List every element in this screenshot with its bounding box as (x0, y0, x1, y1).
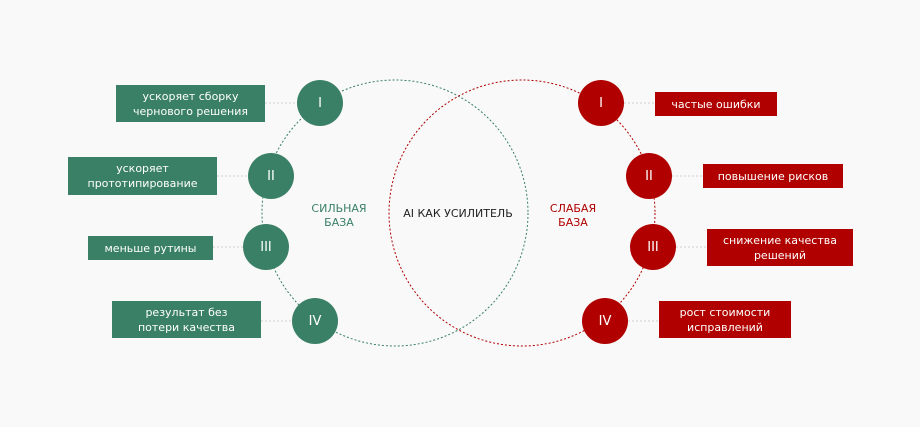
connector-lines (213, 102, 707, 322)
weak-item-3: снижение качества решений (707, 229, 853, 266)
strong-base-title: СИЛЬНАЯ БАЗА (311, 202, 367, 229)
weak-node-2: II (626, 153, 672, 199)
strong-item-1: ускоряет сборку чернового решения (116, 85, 265, 122)
weak-node-4: IV (582, 298, 628, 344)
strong-node-4: IV (292, 298, 338, 344)
center-label: AI КАК УСИЛИТЕЛЬ (403, 207, 513, 220)
weak-item-4: рост стоимости исправлений (659, 301, 791, 338)
weak-node-1: I (578, 80, 624, 126)
strong-node-2: II (248, 153, 294, 199)
weak-item-1: частые ошибки (655, 92, 777, 116)
strong-base-circle (261, 79, 529, 347)
strong-item-3: меньше рутины (88, 236, 213, 260)
strong-item-2: ускоряет прототипирование (68, 157, 217, 195)
weak-base-circle (388, 79, 656, 347)
weak-item-2: повышение рисков (703, 164, 843, 188)
strong-item-4: результат без потери качества (112, 301, 261, 338)
weak-node-3: III (630, 224, 676, 270)
strong-node-1: I (297, 80, 343, 126)
strong-node-3: III (243, 224, 289, 270)
weak-base-title: СЛАБАЯ БАЗА (549, 202, 597, 229)
